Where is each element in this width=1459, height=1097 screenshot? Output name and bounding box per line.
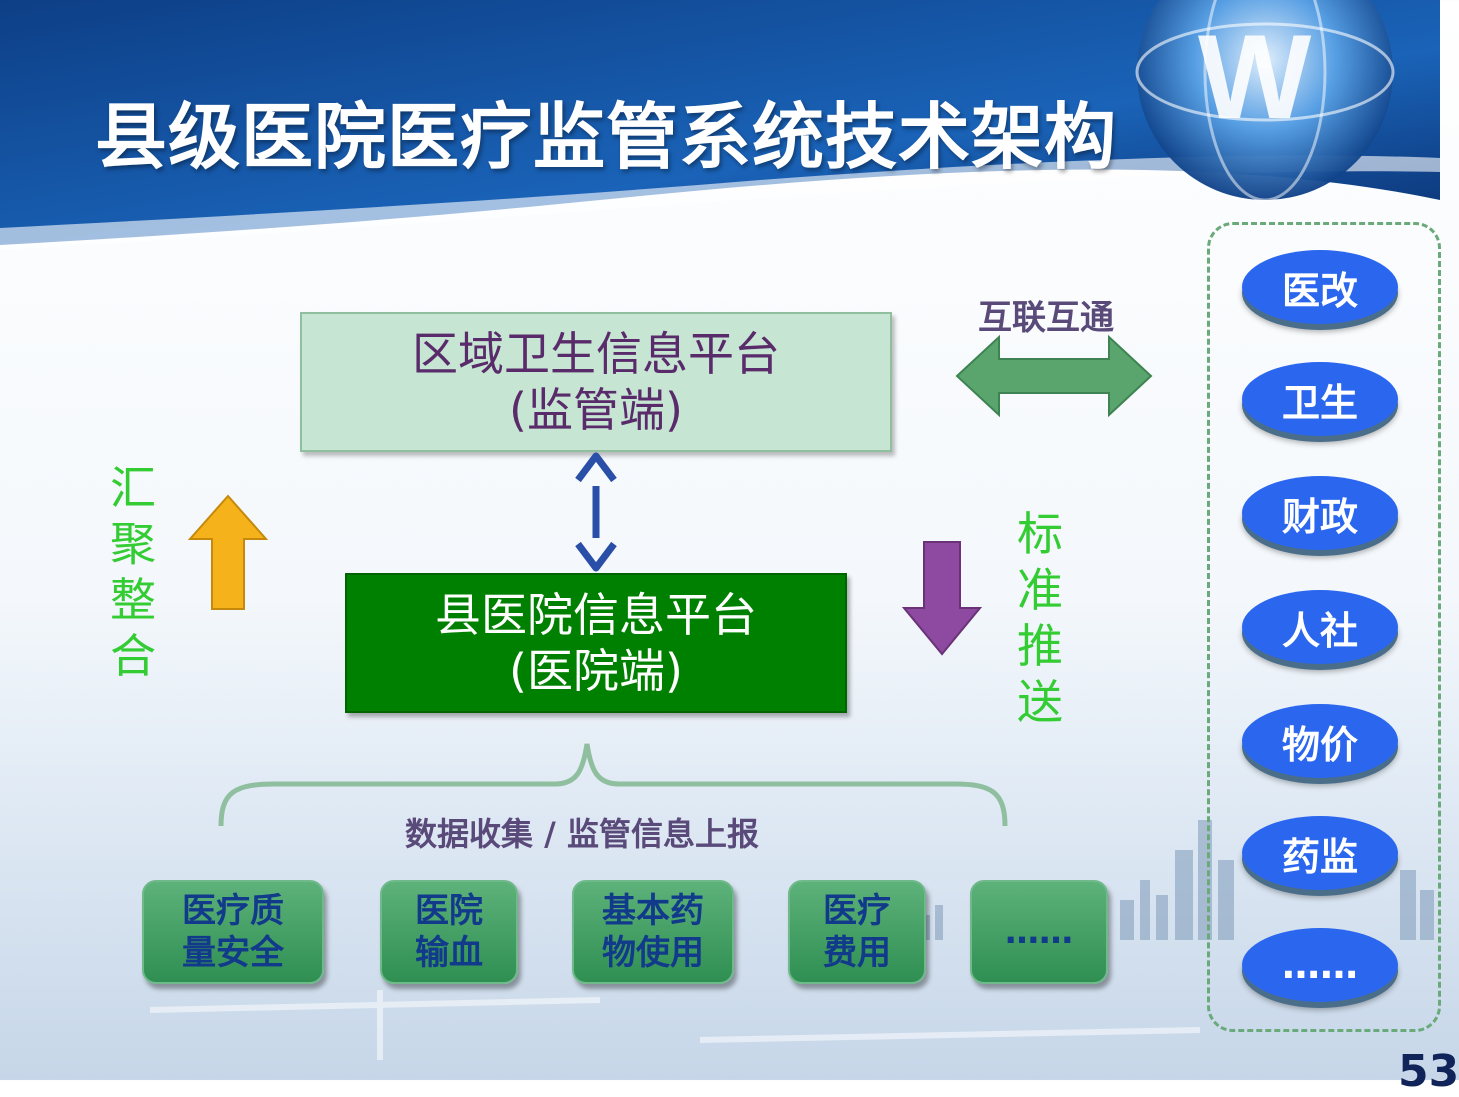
dept-human-resources-social-security: 人社 <box>1242 590 1398 664</box>
up-arrow-icon <box>187 494 269 610</box>
slide-background: W <box>0 0 1440 940</box>
dept-more: …… <box>1242 928 1398 1002</box>
vertical-double-arrow-icon <box>575 452 617 572</box>
module-label: 医院 <box>415 891 483 931</box>
push-char: 标 <box>1017 507 1063 561</box>
down-arrow-icon <box>901 541 983 656</box>
interconnect-label: 互联互通 <box>978 298 1114 338</box>
module-label: 物使用 <box>602 933 704 973</box>
aggregate-char: 合 <box>110 629 156 683</box>
dept-finance: 财政 <box>1242 476 1398 550</box>
county-platform-role: (医院端) <box>509 644 683 698</box>
module-label: 医疗质 <box>182 891 284 931</box>
module-medical-quality-safety: 医疗质量安全 <box>142 880 324 984</box>
aggregate-char: 整 <box>110 573 156 627</box>
svg-text:W: W <box>1198 10 1312 144</box>
county-platform-name: 县医院信息平台 <box>435 588 757 642</box>
push-char: 推 <box>1017 619 1063 673</box>
departments-panel <box>1207 222 1441 1032</box>
aggregate-char: 聚 <box>110 517 156 571</box>
aggregate-char: 汇 <box>110 461 156 515</box>
data-collection-label: 数据收集 / 监管信息上报 <box>405 815 759 853</box>
grouping-brace <box>218 743 1008 827</box>
regional-platform-role: (监管端) <box>509 383 683 437</box>
horizontal-double-arrow-icon <box>955 334 1153 418</box>
slide-title: 县级医院医疗监管系统技术架构 <box>95 95 1118 179</box>
module-label: …… <box>1005 912 1073 952</box>
push-vertical-label: 标 准 推 送 <box>1015 506 1065 730</box>
module-label: 基本药 <box>602 891 704 931</box>
module-label: 量安全 <box>182 933 284 973</box>
dept-health: 卫生 <box>1242 362 1398 436</box>
push-char: 准 <box>1017 563 1063 617</box>
regional-health-platform-box: 区域卫生信息平台 (监管端) <box>300 312 892 452</box>
module-more: …… <box>970 880 1108 984</box>
module-label: 医疗 <box>823 891 891 931</box>
module-label: 费用 <box>823 933 891 973</box>
module-essential-drug-use: 基本药物使用 <box>572 880 734 984</box>
module-medical-costs: 医疗费用 <box>788 880 926 984</box>
aggregate-vertical-label: 汇 聚 整 合 <box>108 460 158 684</box>
dept-drug-administration: 药监 <box>1242 816 1398 890</box>
module-label: 输血 <box>415 933 483 973</box>
page-number: 53 <box>1398 1046 1459 1097</box>
dept-medical-reform: 医改 <box>1242 250 1398 324</box>
dept-pricing: 物价 <box>1242 704 1398 778</box>
county-hospital-platform-box: 县医院信息平台 (医院端) <box>345 573 847 713</box>
push-char: 送 <box>1017 675 1063 729</box>
module-blood-transfusion: 医院输血 <box>380 880 518 984</box>
regional-platform-name: 区域卫生信息平台 <box>412 327 780 381</box>
